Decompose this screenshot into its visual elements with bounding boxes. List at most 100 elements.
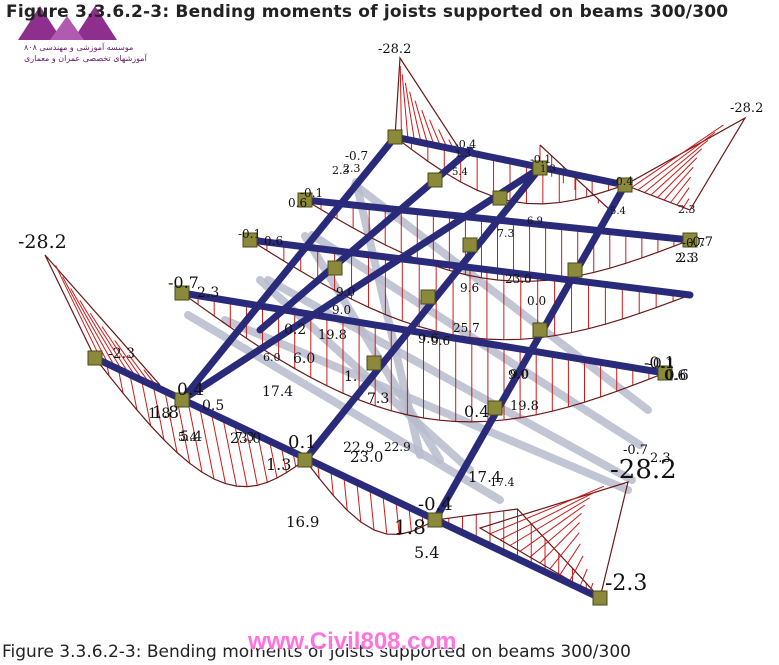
beam (301, 164, 544, 464)
moment-hatch (141, 380, 152, 426)
moment-peak-hatch (644, 139, 709, 193)
moment-label: 9.6 (418, 332, 439, 347)
moment-hatch (187, 403, 203, 473)
moment-label: 5.4 (414, 543, 439, 562)
moment-label: 9.0 (332, 303, 351, 317)
moment-label: -0.1 (300, 186, 323, 200)
moment-label: 9.6 (460, 281, 479, 295)
moment-label: 5.4 (452, 167, 468, 178)
moment-hatch (269, 442, 278, 479)
moment-hatch (382, 495, 388, 535)
moment-label: 0.5 (202, 398, 224, 414)
moment-label: -0.1 (238, 227, 261, 241)
moment-peak-hatch (650, 148, 703, 196)
moment-peak-hatch (89, 312, 128, 372)
moment-hatch (395, 501, 400, 535)
moment-label: 23.0 (505, 272, 532, 286)
moment-label: 22.9 (384, 440, 411, 454)
logo-triangle-left (18, 6, 62, 40)
moment-label: 9.0 (510, 367, 529, 381)
moment-hatch (408, 507, 412, 532)
support-node (174, 285, 190, 301)
moment-label: 1.8 (394, 515, 426, 539)
moment-label: 17.4 (490, 476, 515, 489)
moment-label: 0.4 (177, 380, 204, 400)
moment-hatch (257, 437, 268, 483)
moment-curve (304, 459, 436, 535)
moment-hatch (164, 391, 178, 453)
moment-peak-hatch (663, 166, 694, 201)
moment-peak-hatch (670, 176, 692, 203)
support-node (617, 177, 633, 193)
moment-label: -28.2 (378, 42, 411, 57)
moment-label: 0.6 (664, 368, 686, 384)
support-node (297, 452, 313, 468)
moment-label: 19.8 (318, 328, 347, 343)
support-node (420, 289, 436, 305)
beam (391, 133, 629, 189)
moment-peak-hatch (399, 66, 402, 139)
moment-peak-back (394, 56, 462, 151)
moment-peak-hatch (657, 157, 698, 198)
moment-label: -0.7 (345, 149, 368, 163)
moment-label: 22.9 (343, 440, 374, 456)
figure-caption: Figure 3.3.6.2-3: Bending moments of joi… (2, 642, 631, 662)
moment-beam-front-left (94, 357, 306, 488)
support-node (297, 192, 313, 208)
institute-logo (18, 6, 117, 40)
moment-label: 1.8 (148, 406, 170, 422)
moment-label: 6.9 (527, 216, 543, 227)
moment-beam-front-mid (304, 459, 436, 535)
moment-label: 1.3 (455, 149, 471, 160)
moment-peak-hatch (683, 198, 690, 208)
moment-label: -0.4 (455, 138, 476, 151)
moment-hatch (343, 477, 348, 511)
beam (178, 164, 544, 404)
support-node (567, 262, 583, 278)
moment-label: 16.9 (286, 513, 319, 531)
moment-label: 6.0 (293, 351, 315, 367)
moment-peak-hatch (519, 504, 586, 552)
moment-label: 9.0 (336, 285, 355, 299)
moment-peak-hatch (62, 276, 109, 364)
moment-label: 5.4 (610, 206, 626, 217)
beams-layer (91, 133, 694, 602)
joist (352, 178, 424, 459)
moment-curve (94, 357, 306, 488)
support-node (592, 590, 608, 606)
moment-peak-hatch (414, 100, 428, 144)
moment-peak-hatch (79, 300, 122, 370)
moment-hatch (211, 414, 226, 484)
moment-hatch (222, 420, 237, 487)
moment-hatch (317, 465, 320, 479)
logo-triangle-center (50, 16, 84, 40)
moment-peak-hatch (409, 91, 422, 143)
moment-peak-hatch (549, 532, 580, 570)
moment-hatch (129, 374, 138, 411)
moment-label: 0.4 (464, 402, 489, 421)
support-node (327, 260, 343, 276)
moment-label: 19.8 (510, 399, 539, 414)
moment-label: -28.2 (610, 455, 677, 485)
moment-peak-hatch (676, 187, 690, 206)
moment-label: 17.4 (262, 384, 293, 400)
moment-label: 2.3 (332, 164, 350, 177)
moment-label: 7.3 (235, 430, 254, 444)
logo-line-2: آموزشهای تخصصی عمران و معماری (24, 54, 147, 63)
moment-label: 0.2 (284, 322, 306, 338)
moment-top-long (304, 199, 691, 282)
support-node (532, 322, 548, 338)
support-node (87, 350, 103, 366)
moment-peak-hatch (579, 568, 588, 587)
moment-label: -0.7 (682, 236, 705, 250)
joist (351, 181, 652, 414)
moment-peak-hatch (101, 326, 135, 375)
beam (178, 133, 399, 404)
moment-peak-hatch (401, 74, 409, 140)
moment-label: 5.4 (180, 429, 202, 445)
moment-peak-hatch (70, 288, 115, 367)
moment-label: -28.2 (730, 101, 763, 116)
moment-label: 9.6 (431, 334, 450, 348)
moment-peak-hatch (55, 265, 102, 361)
